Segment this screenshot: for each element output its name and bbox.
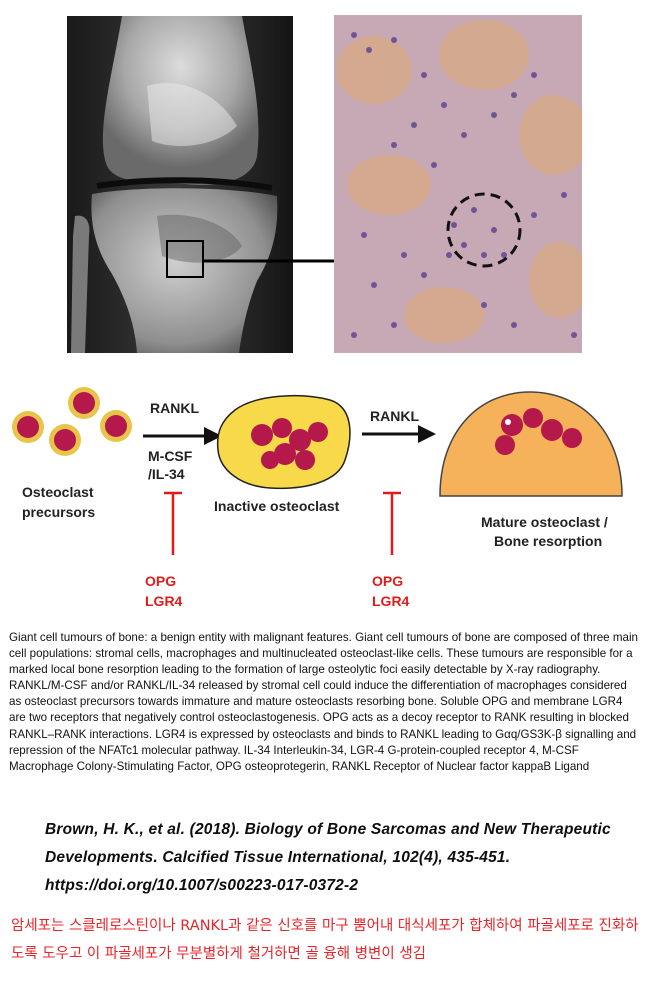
arrow1-bottom-label-2: /IL-34 — [148, 466, 185, 482]
diagram-graphics — [12, 387, 623, 555]
inhibitor1-label-2: LGR4 — [145, 593, 183, 609]
inhibitor2-label-1: OPG — [372, 573, 404, 589]
citation: Brown, H. K., et al. (2018). Biology of … — [45, 821, 611, 894]
precursors-label-2: precursors — [22, 504, 96, 520]
inactive-osteoclast-cell — [216, 394, 351, 490]
arrow-2 — [362, 425, 436, 443]
mature-osteoclast-label-1: Mature osteoclast / — [481, 514, 608, 530]
figure-caption: Giant cell tumours of bone: a benign ent… — [9, 631, 638, 773]
inhibitor1-label-1: OPG — [145, 573, 177, 589]
korean-note: 암세포는 스클레로스틴이나 RANKL과 같은 신호를 마구 뿜어내 대식세포가… — [11, 918, 639, 962]
arrow2-label: RANKL — [370, 408, 419, 424]
osteoclast-diagram: RANKL M-CSF /IL-34 RANKL Osteoclast prec… — [0, 370, 646, 620]
arrow1-bottom-label-1: M-CSF — [148, 448, 193, 464]
precursors-label-1: Osteoclast — [22, 484, 94, 500]
arrow1-top-label: RANKL — [150, 400, 199, 416]
mature-osteoclast-label-2: Bone resorption — [494, 533, 603, 549]
inhibitor-bar-2 — [383, 491, 401, 555]
histology-image — [334, 15, 582, 353]
mature-osteoclast-cell — [439, 391, 623, 497]
inhibitor2-label-2: LGR4 — [372, 593, 410, 609]
arrow-1 — [143, 427, 222, 445]
xray-image — [67, 16, 293, 353]
inactive-osteoclast-label: Inactive osteoclast — [214, 498, 340, 514]
inhibitor-bar-1 — [164, 491, 182, 555]
precursor-cells — [12, 387, 132, 456]
